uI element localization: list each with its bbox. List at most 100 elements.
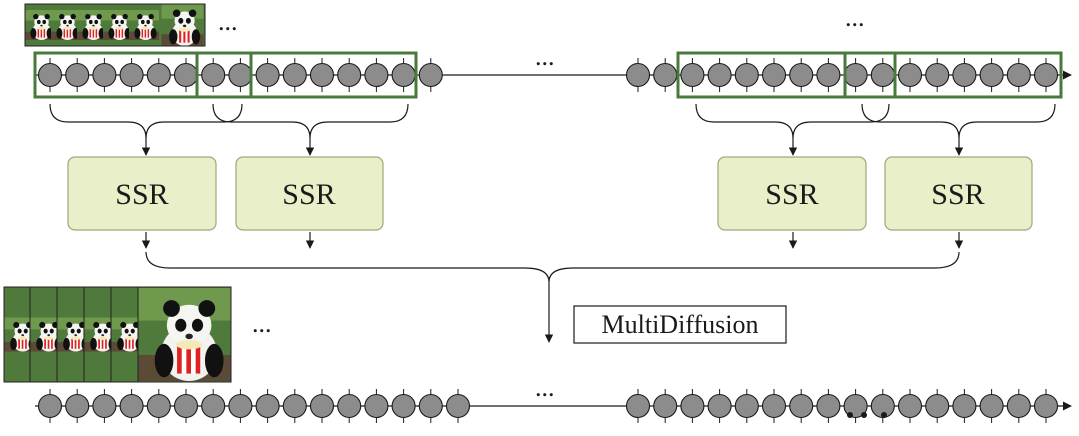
merge-brace [145, 251, 960, 283]
top-timeline-token [228, 62, 253, 88]
bottom-timeline-token [201, 393, 226, 419]
bottom-timeline-token [979, 393, 1004, 419]
braces [49, 103, 1056, 139]
bottom-timeline-token [761, 393, 787, 419]
bottom-timeline-token [707, 393, 732, 419]
ssr-block-1-label: SSR [115, 178, 168, 211]
bottom-timeline: ... [35, 373, 1072, 423]
bottom-timeline-token [925, 393, 950, 419]
brace-right-2 [861, 103, 1056, 139]
top-token-row [37, 58, 1059, 92]
multidiffusion-box: MultiDiffusion [573, 305, 787, 344]
ssr-block-4-label: SSR [931, 178, 984, 211]
top-timeline-token [843, 62, 868, 88]
bottom-timeline-token [255, 393, 280, 419]
small-frame-stack [24, 3, 206, 47]
top-timeline-token [761, 62, 787, 88]
bottom-token-row [37, 389, 1059, 423]
bottom-timeline-token [337, 393, 362, 419]
bottom-timeline-token [65, 393, 90, 419]
top-timeline-token [680, 62, 705, 88]
brace-left-2 [212, 103, 409, 139]
top-timeline-token [1006, 62, 1031, 88]
ellipsis-top-left-images: ... [218, 7, 238, 36]
top-timeline-token [897, 62, 923, 88]
bottom-timeline-token [1006, 393, 1031, 419]
top-timeline-token [925, 62, 950, 88]
top-timeline-token [255, 62, 280, 88]
bottom-timeline-token [789, 393, 814, 419]
top-timeline-token [282, 62, 307, 88]
multidiffusion-label: MultiDiffusion [602, 310, 759, 339]
ssr-input-arrows [141, 138, 964, 156]
window-boxes [33, 51, 1063, 99]
top-timeline-token [625, 62, 651, 88]
bottom-timeline-token [952, 393, 977, 419]
top-timeline-token [146, 62, 171, 88]
top-timeline-token [870, 62, 895, 88]
bottom-timeline-token [282, 393, 307, 419]
ellipsis-bottom-timeline: ... [535, 373, 555, 402]
bottom-timeline-token [897, 393, 923, 419]
top-timeline-token [119, 62, 144, 88]
ellipsis-top-right: ... [845, 3, 865, 32]
bottom-timeline-dot [881, 412, 887, 418]
bottom-timeline-token [734, 393, 759, 419]
bottom-timeline-token [625, 393, 651, 419]
window-box-left-1 [33, 51, 253, 99]
ssr-block-1: SSR [67, 156, 217, 231]
bottom-timeline-token [653, 393, 678, 419]
top-timeline: ... [35, 42, 1072, 92]
window-box-right-2 [843, 51, 1063, 99]
bottom-timeline-token [309, 393, 335, 419]
ssr-block-2: SSR [235, 156, 384, 231]
large-frame-stack [3, 286, 232, 383]
top-timeline-token [707, 62, 732, 88]
bottom-timeline-token [680, 393, 705, 419]
top-timeline-token [173, 62, 199, 88]
bottom-timeline-token [843, 393, 868, 419]
top-timeline-token [37, 62, 63, 88]
top-timeline-token [816, 62, 841, 88]
top-timeline-token [734, 62, 759, 88]
bottom-timeline-token [1033, 393, 1059, 419]
bottom-timeline-token [119, 393, 144, 419]
top-timeline-token [1033, 62, 1059, 88]
top-timeline-token [337, 62, 362, 88]
top-timeline-token [65, 62, 90, 88]
top-timeline-token [391, 62, 416, 88]
bottom-timeline-token [92, 393, 117, 419]
top-timeline-token [979, 62, 1004, 88]
bottom-timeline-dot [861, 412, 867, 418]
ssr-block-3-label: SSR [765, 178, 818, 211]
bottom-timeline-token [173, 393, 199, 419]
window-box-right-1 [676, 51, 897, 99]
bottom-timeline-token [37, 393, 63, 419]
ellipsis-top-timeline: ... [535, 42, 555, 71]
top-timeline-token [364, 62, 389, 88]
bottom-timeline-token [418, 393, 443, 419]
ssr-block-4: SSR [884, 156, 1033, 231]
top-timeline-token [952, 62, 977, 88]
window-box-left-2 [195, 51, 418, 99]
bottom-timeline-token [816, 393, 841, 419]
top-timeline-token [789, 62, 814, 88]
top-timeline-token [309, 62, 335, 88]
ssr-block-2-label: SSR [282, 178, 335, 211]
top-timeline-token [653, 62, 678, 88]
ssr-block-3: SSR [717, 156, 867, 231]
bottom-timeline-token [146, 393, 171, 419]
bottom-timeline-token [445, 393, 471, 419]
ellipsis-bottom-images: ... [252, 309, 272, 338]
bottom-timeline-token [364, 393, 389, 419]
top-timeline-token [201, 62, 226, 88]
ssr-output-arrows [141, 232, 964, 249]
bottom-timeline-token [228, 393, 253, 419]
bottom-timeline-token [391, 393, 416, 419]
top-timeline-token [418, 62, 443, 88]
brace-right-1 [695, 103, 890, 139]
bottom-timeline-dot [847, 412, 853, 418]
top-timeline-token [92, 62, 117, 88]
